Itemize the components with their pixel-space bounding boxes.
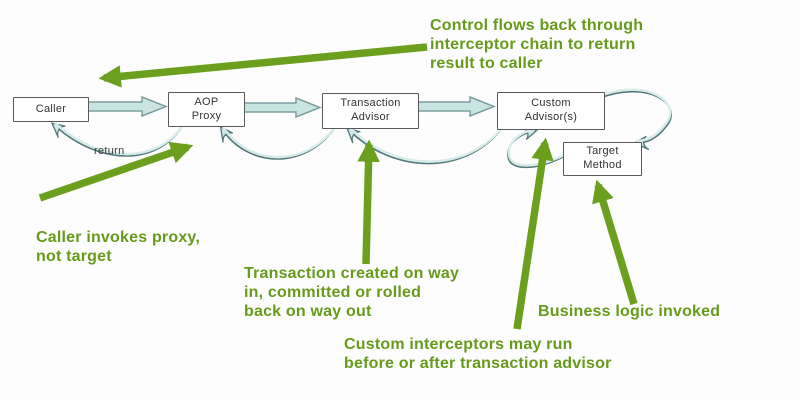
return-curve-proxy-to-caller-highlight [54,122,185,156]
annotation-custom-interceptors: Custom interceptors may run before or af… [344,336,612,372]
control-flow-arrow-icon [98,43,428,88]
return-edge-label: return [94,145,125,157]
node-custom-advisors: Custom Advisor(s) [497,92,605,130]
annotation-arrows [38,43,638,330]
node-transaction-advisor: Transaction Advisor [322,93,419,129]
flow-arrow-transaction-to-custom-advisors-icon [417,95,497,118]
transaction-created-arrow-icon [357,139,380,265]
node-caller: Caller [13,97,89,122]
flow-arrow-caller-to-proxy-icon [87,95,169,118]
loop-custom-to-target-highlight [595,88,672,143]
annotation-transaction-created: Transaction created on way in, committed… [244,265,460,320]
node-target-method: Target Method [563,142,642,176]
caller-invokes-arrow-icon [38,141,194,202]
annotation-control-flow: Control flows back through interceptor c… [430,17,644,72]
return-curve-custom-to-advisor-highlight [349,127,502,163]
annotation-business-logic: Business logic invoked [538,303,721,320]
node-aop-proxy: AOP Proxy [168,92,245,127]
custom-interceptors-arrow-icon [513,137,554,330]
return-curve-advisor-to-proxy-highlight [222,126,336,159]
annotation-caller-invokes: Caller invokes proxy, not target [36,229,200,265]
flow-arrow-proxy-to-transaction-advisor-icon [243,96,323,119]
loop-target-to-custom-highlight [507,127,565,167]
loop-custom-to-target [596,90,672,143]
business-logic-arrow-icon [592,179,638,306]
